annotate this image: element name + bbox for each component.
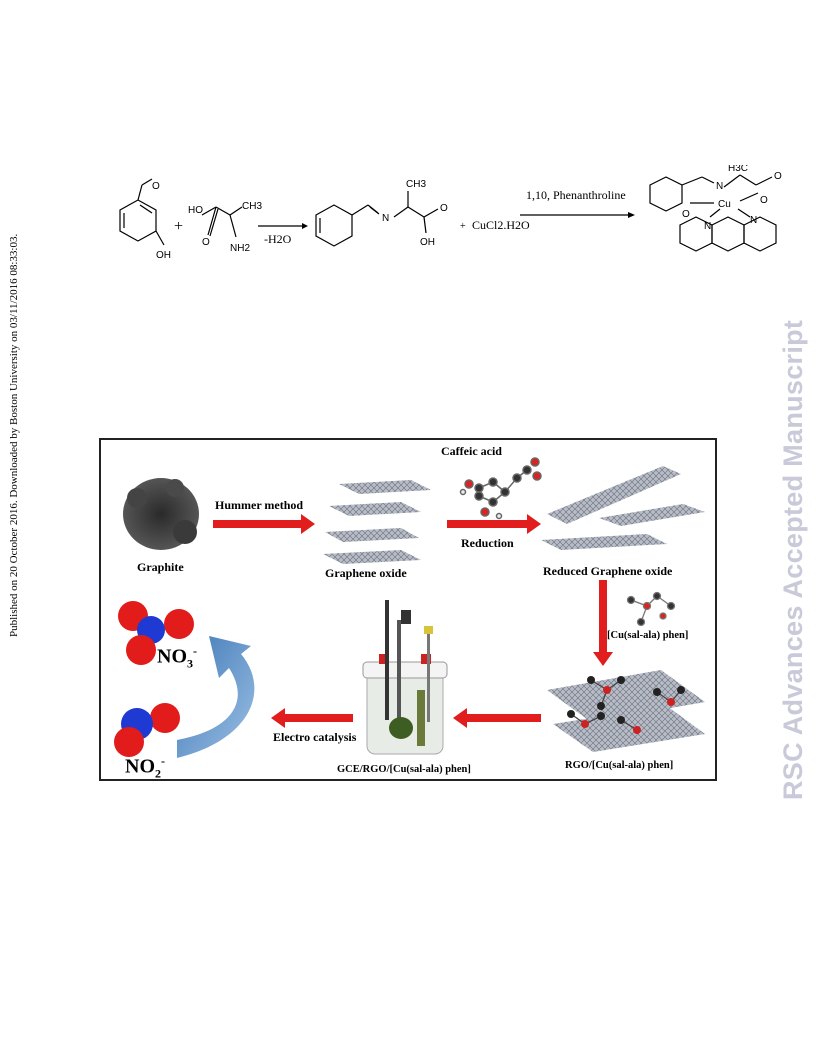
hydroxyl-label: OH bbox=[156, 250, 171, 261]
graphite-image bbox=[123, 478, 199, 550]
product-oh-label: OH bbox=[420, 237, 435, 248]
electro-catalysis-label: Electro catalysis bbox=[273, 730, 357, 744]
reaction-scheme: O OH + HO O CH3 NH2 -H2O N CH3 O OH + Cu… bbox=[119, 165, 782, 261]
cu-complex-label: [Cu(sal-ala) phen] bbox=[607, 630, 689, 641]
arrow-complex-loading bbox=[593, 580, 613, 666]
aldehyde-o-label: O bbox=[152, 181, 160, 192]
arrow-reduction bbox=[447, 514, 541, 534]
graphene-oxide-sheets bbox=[323, 480, 431, 564]
caffeic-acid-molecule bbox=[459, 457, 542, 520]
product-o-label: O bbox=[440, 203, 448, 214]
reduced-graphene-oxide-label: Reduced Graphene oxide bbox=[543, 564, 673, 578]
rgo-complex-composite bbox=[547, 670, 705, 752]
imine-n-label: N bbox=[382, 213, 389, 224]
hummer-method-label: Hummer method bbox=[215, 498, 304, 512]
download-note: Published on 20 October 2016. Downloaded… bbox=[8, 233, 20, 637]
arrow-hummer bbox=[213, 514, 315, 534]
acid-ho-label: HO bbox=[188, 205, 203, 216]
methyl-label: CH3 bbox=[242, 201, 262, 212]
nitrite-formula: NO2- bbox=[125, 754, 165, 781]
dehydration-label: -H2O bbox=[264, 232, 292, 246]
nitrate-molecule bbox=[118, 601, 194, 665]
phen-n2-label: N bbox=[750, 215, 757, 226]
graphical-abstract: Graphite Hummer method Graphene oxide Ca… bbox=[99, 438, 717, 781]
acid-o-label: O bbox=[202, 237, 210, 248]
nitrate-formula: NO3- bbox=[157, 644, 197, 671]
complex-o2-label: O bbox=[760, 195, 768, 206]
complex-n-label: N bbox=[716, 181, 723, 192]
caffeic-acid-label: Caffeic acid bbox=[441, 444, 502, 458]
complex-o-label: O bbox=[682, 209, 690, 220]
arrow-electrode-fabrication bbox=[453, 708, 541, 728]
cu-complex-molecule bbox=[626, 591, 676, 627]
plus-sign-2: + bbox=[460, 221, 466, 232]
graphite-label: Graphite bbox=[137, 560, 184, 574]
accepted-manuscript-watermark: RSC Advances Accepted Manuscript bbox=[778, 319, 808, 800]
reduction-label: Reduction bbox=[461, 536, 514, 550]
reduced-graphene-oxide-sheets bbox=[541, 466, 705, 550]
nitrite-molecule bbox=[114, 703, 180, 757]
copper-chloride-label: CuCl2.H2O bbox=[472, 218, 530, 232]
gce-electrode-label: GCE/RGO/[Cu(sal-ala) phen] bbox=[337, 764, 471, 775]
amine-label: NH2 bbox=[230, 243, 250, 254]
arrow-electro-catalysis bbox=[271, 708, 353, 728]
rgo-complex-label: RGO/[Cu(sal-ala) phen] bbox=[565, 760, 674, 771]
graphene-oxide-label: Graphene oxide bbox=[325, 566, 407, 580]
scheme-artwork bbox=[114, 457, 705, 758]
phen-n1-label: N bbox=[704, 221, 711, 232]
plus-sign: + bbox=[174, 218, 183, 235]
complex-methyl-label: H3C bbox=[728, 165, 748, 174]
copper-center-label: Cu bbox=[718, 199, 731, 210]
electrochemical-cell bbox=[362, 600, 448, 755]
phenanthroline-label: 1,10, Phenanthroline bbox=[526, 188, 626, 202]
oxidation-curved-arrow bbox=[177, 636, 255, 758]
product-methyl-label: CH3 bbox=[406, 179, 426, 190]
complex-o3-label: O bbox=[774, 171, 782, 182]
